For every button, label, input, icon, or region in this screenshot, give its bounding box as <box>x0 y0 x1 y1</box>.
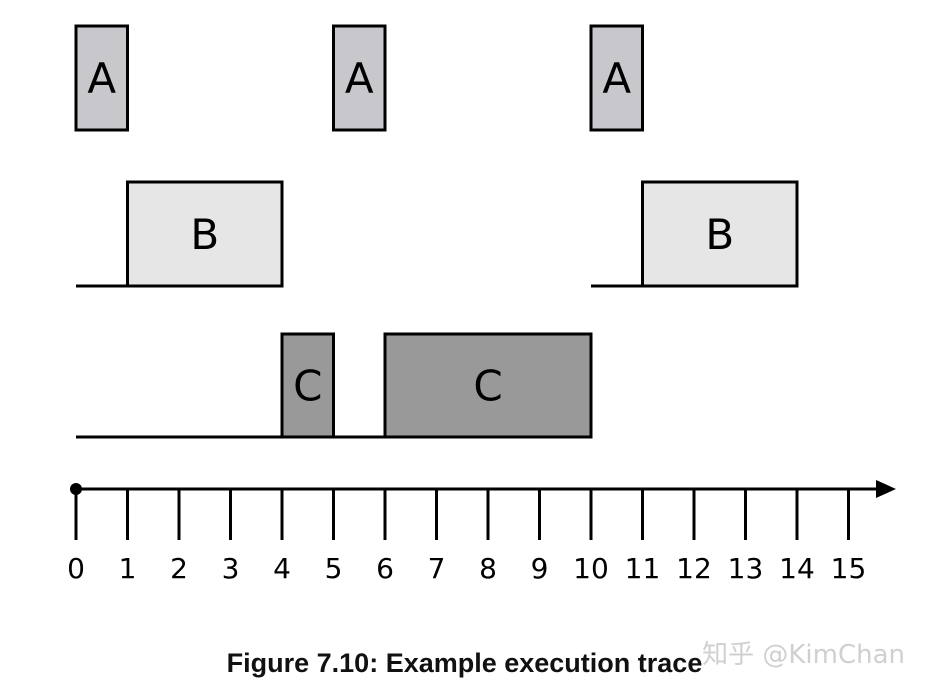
time-tick-label: 9 <box>531 552 549 585</box>
task-label-a: A <box>345 54 374 103</box>
time-tick-label: 10 <box>573 552 609 585</box>
figure-caption: Figure 7.10: Example execution trace <box>226 648 703 678</box>
time-tick-label: 0 <box>67 552 85 585</box>
time-tick-label: 7 <box>428 552 446 585</box>
time-tick-label: 3 <box>222 552 240 585</box>
task-label-a: A <box>87 54 116 103</box>
task-label-b: B <box>190 210 219 259</box>
time-tick-label: 15 <box>831 552 867 585</box>
time-tick-label: 11 <box>625 552 661 585</box>
time-tick-label: 5 <box>325 552 343 585</box>
time-tick-label: 6 <box>376 552 394 585</box>
time-tick-label: 8 <box>479 552 497 585</box>
time-axis-arrowhead <box>876 480 896 498</box>
task-block-c <box>280 332 335 439</box>
task-label-c: C <box>473 362 502 411</box>
task-label-c: C <box>293 362 322 411</box>
time-tick-label: 14 <box>779 552 815 585</box>
time-tick-label: 13 <box>728 552 764 585</box>
task-label-a: A <box>602 54 631 103</box>
time-tick-label: 4 <box>273 552 291 585</box>
task-block-a <box>589 24 644 132</box>
task-label-b: B <box>705 210 734 259</box>
task-block-b <box>126 180 284 288</box>
time-tick-label: 2 <box>170 552 188 585</box>
watermark: 知乎 @KimChan <box>702 640 905 670</box>
task-block-a <box>74 24 129 132</box>
time-tick-label: 12 <box>676 552 712 585</box>
time-tick-label: 1 <box>119 552 137 585</box>
task-block-c <box>383 332 593 439</box>
task-block-b <box>641 180 799 288</box>
task-block-a <box>332 24 387 132</box>
